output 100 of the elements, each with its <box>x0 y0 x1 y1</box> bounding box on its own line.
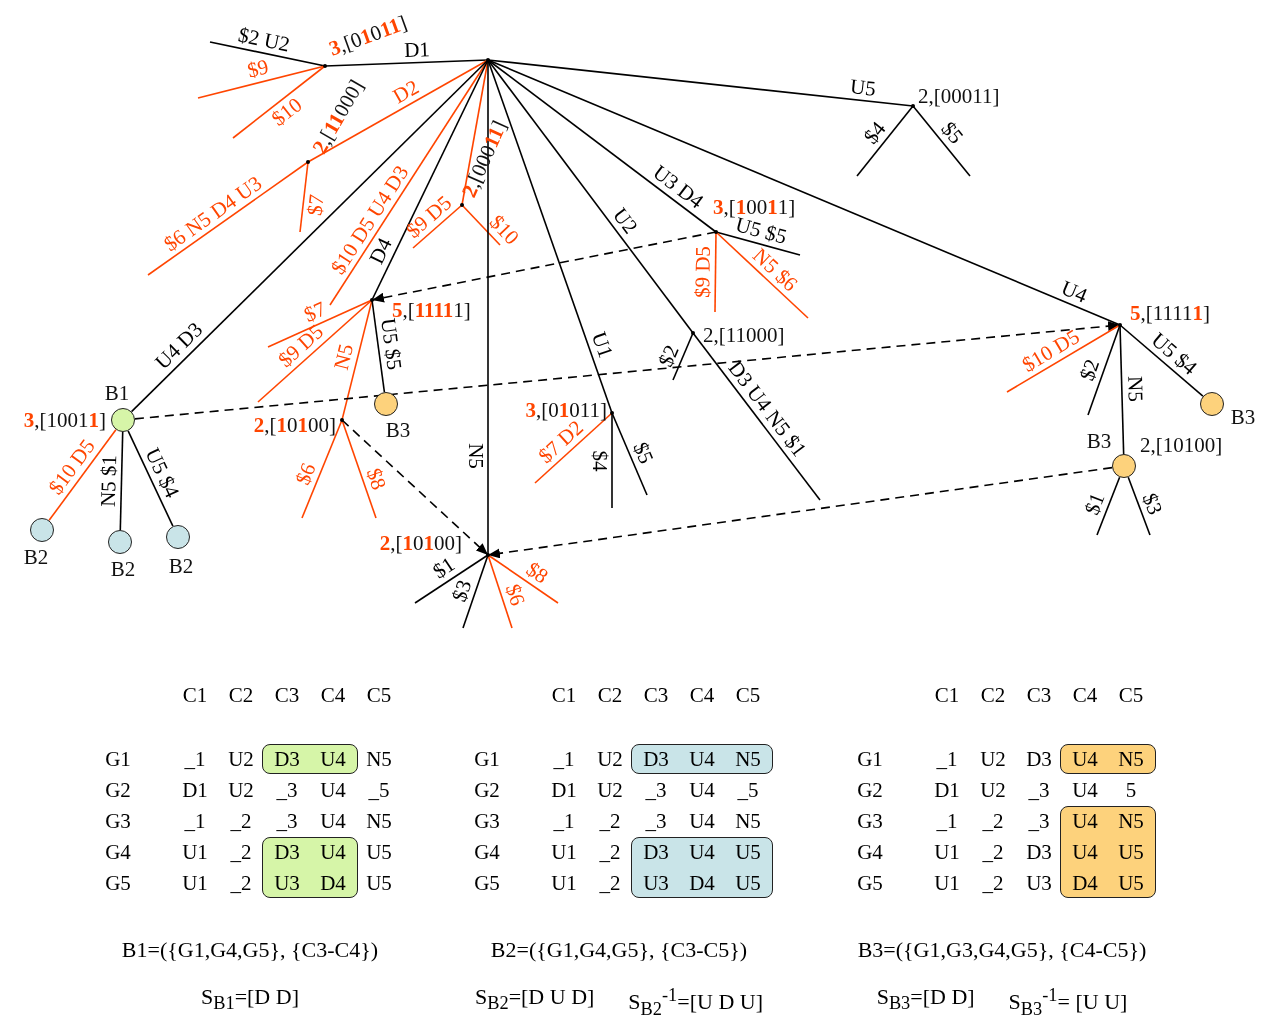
node-label: 2,[10100] <box>253 414 336 436</box>
edge-label: N5 <box>464 443 486 469</box>
table-cell-text: U2 <box>979 746 1007 773</box>
table-cell-text: _3 <box>1027 777 1051 804</box>
column-header: C5 <box>1117 681 1145 709</box>
table-cell-text: U2 <box>596 746 624 773</box>
column-header: C2 <box>596 681 624 709</box>
edge-label: $8 <box>363 466 390 493</box>
column-header: C5 <box>734 681 762 709</box>
branch-line <box>1006 324 1121 393</box>
branch-line <box>299 161 309 233</box>
edge-label: $2 U2 <box>236 24 292 56</box>
sequence-text: S$_{B3}$$^{-1}$= [U U] <box>1008 985 1128 1018</box>
table-cell-text: U5 <box>734 839 762 866</box>
branch-line <box>1119 324 1125 455</box>
branch-line <box>672 332 694 381</box>
branch-line <box>414 554 489 604</box>
edge-label: U1 <box>587 329 617 361</box>
branch-point <box>1118 323 1122 327</box>
node-label: 5,[11111] <box>1130 302 1210 324</box>
branch-line <box>324 59 489 67</box>
branch-line <box>487 554 559 604</box>
table-cell-text: D3 <box>1025 839 1053 866</box>
row-header: G2 <box>473 777 501 804</box>
branch-point <box>486 553 490 557</box>
table-cell-text: _5 <box>367 777 391 804</box>
formula-text: B3=({G1,G3,G4,G5}, {C4-C5}) <box>857 939 1147 961</box>
column-header: C2 <box>979 681 1007 709</box>
table-cell-text: _1 <box>552 808 576 835</box>
table-cell-text: _3 <box>644 777 668 804</box>
table-cell-text: U4 <box>1071 746 1099 773</box>
table-cell-text: U5 <box>365 839 393 866</box>
edge-label: $2 <box>655 342 683 370</box>
table-cell-text: D3 <box>273 746 301 773</box>
table-cell-text: _5 <box>736 777 760 804</box>
edge-label: U5 $4 <box>1147 329 1201 380</box>
row-header: G3 <box>856 808 884 835</box>
table-cell-text: _1 <box>935 746 959 773</box>
row-header: G5 <box>473 870 501 897</box>
branch-line <box>534 412 613 484</box>
column-header: C2 <box>227 681 255 709</box>
branch-line <box>147 161 309 276</box>
branch-line <box>487 59 914 107</box>
branch-point <box>714 230 718 234</box>
table-cell-text: N5 <box>1117 808 1145 835</box>
edge-label: N5 $1 <box>97 454 120 507</box>
table-cell-text: U1 <box>181 839 209 866</box>
edge-label: $4 <box>588 450 610 471</box>
branch-line <box>487 59 489 556</box>
edge-label: U3 D4 <box>649 161 708 213</box>
table-cell-text: U3 <box>1025 870 1053 897</box>
column-header: C4 <box>1071 681 1099 709</box>
branch-line <box>127 430 174 527</box>
column-header: C3 <box>1025 681 1053 709</box>
table-cell-text: U5 <box>1117 870 1145 897</box>
branch-point <box>460 203 464 207</box>
table-cell-text: _2 <box>598 870 622 897</box>
table-cell-text: N5 <box>734 808 762 835</box>
branch-line <box>912 105 971 177</box>
node-label: 2,[10100] <box>1140 434 1223 456</box>
table-cell-text: _1 <box>183 746 207 773</box>
table-cell-text: _2 <box>981 870 1005 897</box>
column-header: C4 <box>688 681 716 709</box>
node-label: B2 <box>110 558 136 580</box>
table-cell-text: U5 <box>365 870 393 897</box>
edge-label: $10 <box>485 211 523 249</box>
branch-point <box>340 418 344 422</box>
table-cell-text: U1 <box>181 870 209 897</box>
dashed-arrow <box>341 419 489 556</box>
edge-label: $5 <box>936 118 967 148</box>
table-cell-text: U4 <box>688 746 716 773</box>
edge-label: U2 <box>609 204 642 238</box>
table-cell-text: _2 <box>229 870 253 897</box>
row-header: G4 <box>473 839 501 866</box>
node-label: 2,[10100] <box>379 532 462 554</box>
branch-line <box>209 41 326 67</box>
formula-text: B2=({G1,G4,G5}, {C3-C5}) <box>490 939 748 961</box>
dashed-arrow <box>487 466 1113 559</box>
table-cell-text: D3 <box>642 746 670 773</box>
branch-point <box>911 104 915 108</box>
branch-line <box>487 554 513 629</box>
row-header: G5 <box>856 870 884 897</box>
branch-line <box>856 105 914 177</box>
circle-node <box>111 408 135 432</box>
table-cell-text: _3 <box>644 808 668 835</box>
table-cell-text: U2 <box>227 777 255 804</box>
branch-line <box>119 431 124 531</box>
table-cell-text: _1 <box>552 746 576 773</box>
sequence-text: S$_{B2}$=[D U D] <box>475 985 595 1016</box>
column-header: C1 <box>181 681 209 709</box>
branch-line <box>1096 476 1121 536</box>
edge-label: $10 D5 <box>45 435 99 499</box>
dashed-arrow <box>371 231 717 303</box>
row-header: G2 <box>104 777 132 804</box>
branch-line <box>307 59 489 163</box>
branch-line <box>692 332 821 501</box>
table-cell-text: U4 <box>688 777 716 804</box>
node-label: B2 <box>23 546 49 568</box>
column-header: C5 <box>365 681 393 709</box>
table-cell-text: U2 <box>979 777 1007 804</box>
